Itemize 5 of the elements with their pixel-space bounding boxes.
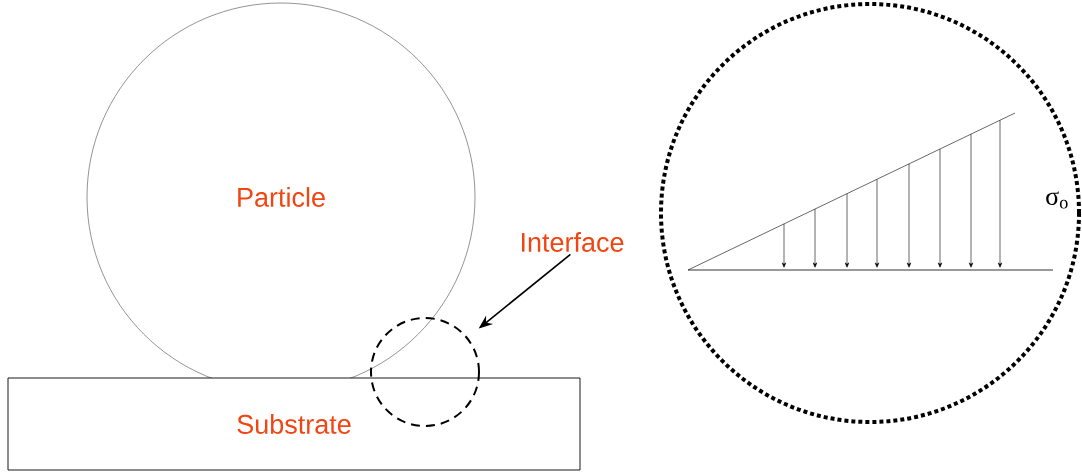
interface-label: Interface bbox=[521, 232, 624, 252]
dotted-circle bbox=[659, 2, 1081, 424]
stress-symbol: σ$_{o}$ bbox=[1046, 191, 1068, 209]
dashed-circle bbox=[370, 317, 480, 427]
substrate-box: Substrate bbox=[7, 377, 581, 471]
